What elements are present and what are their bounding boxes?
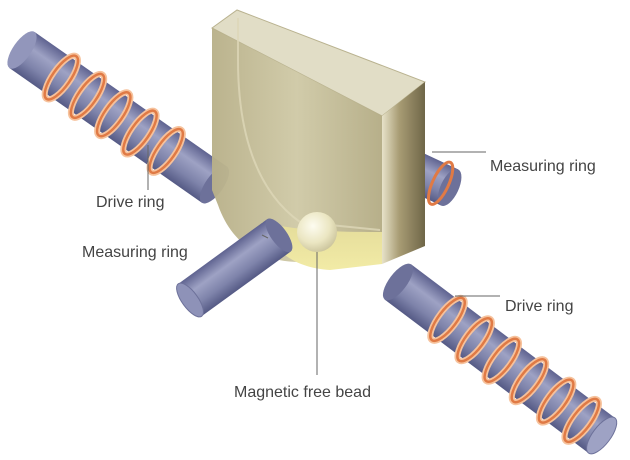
drive-rod-right <box>382 263 618 455</box>
label-magnetic-free-bead: Magnetic free bead <box>234 384 371 401</box>
label-drive-ring-left: Drive ring <box>96 194 165 211</box>
label-measuring-ring-right: Measuring ring <box>490 158 596 175</box>
leader-measuring-ring-left <box>261 234 269 239</box>
magnetic-bead <box>297 212 337 252</box>
measuring-rod-left <box>176 218 293 318</box>
label-measuring-ring-left: Measuring ring <box>82 244 188 261</box>
drive-ring-right-coils <box>427 294 602 445</box>
drive-rod-left <box>7 31 230 204</box>
leader-lines <box>147 145 500 375</box>
measuring-ring-right-coil <box>427 160 455 206</box>
label-drive-ring-right: Drive ring <box>505 298 574 315</box>
drive-ring-left-coils <box>41 52 186 176</box>
